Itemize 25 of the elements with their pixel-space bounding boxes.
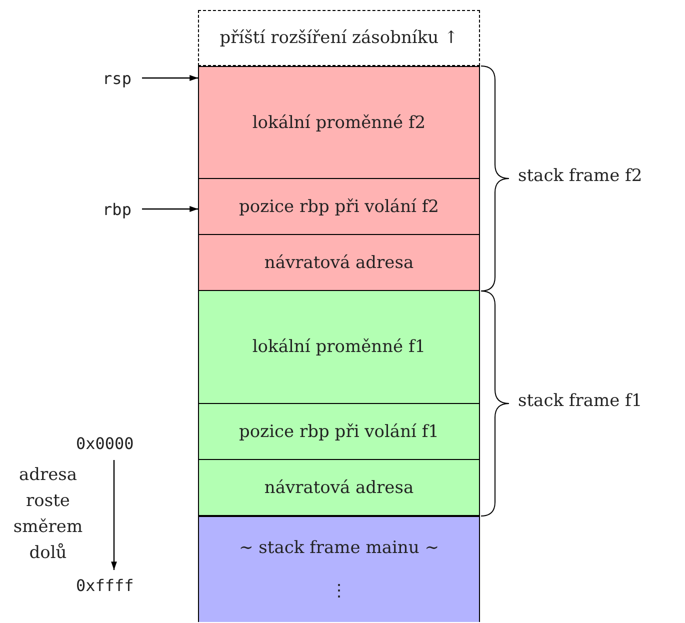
register-label: rbp xyxy=(102,200,132,218)
continuation-dots: ⋮ xyxy=(330,580,348,601)
slot-text: návratová adresa xyxy=(264,478,414,498)
address-label: 0x0000 xyxy=(76,434,134,453)
stack-slot xyxy=(198,66,480,179)
slot-text: pozice rbp při volání f1 xyxy=(239,422,439,442)
frame-label: stack frame f1 xyxy=(518,391,642,411)
direction-note: adresa roste směrem dolů xyxy=(12,464,84,565)
arrow xyxy=(142,75,198,81)
stack-slot xyxy=(198,404,480,460)
frame-label: stack frame f2 xyxy=(518,166,642,186)
stack-slot xyxy=(198,291,480,404)
arrow xyxy=(142,206,198,212)
slot-text: pozice rbp při volání f2 xyxy=(239,196,439,216)
stack-slot xyxy=(198,460,480,516)
stack-slot xyxy=(198,516,480,622)
slot-text: návratová adresa xyxy=(264,252,414,272)
stack-slot xyxy=(198,179,480,235)
slot-text: lokální proměnné f1 xyxy=(252,337,426,357)
slot-text: lokální proměnné f2 xyxy=(252,112,426,132)
slot-text: ∼ stack frame mainu ∼ xyxy=(239,538,439,558)
address-label: 0xffff xyxy=(76,576,134,595)
stack-slot xyxy=(198,235,480,291)
register-label: rsp xyxy=(102,68,132,88)
slot-text: příští rozšíření zásobníku ↑ xyxy=(220,28,458,48)
